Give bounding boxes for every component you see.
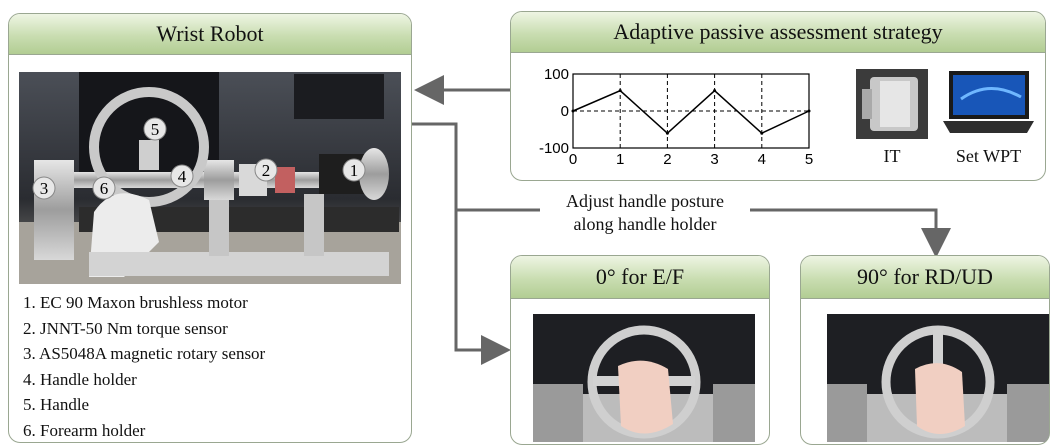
chart-x-tick-label: 3 <box>710 151 718 168</box>
chart-y-tick-label: -100 <box>539 140 569 157</box>
marker-5: 5 <box>151 120 160 139</box>
ef-posture-panel: 0° for E/F <box>510 255 770 445</box>
trajectory-point <box>760 131 764 135</box>
ef-posture-title: 0° for E/F <box>595 264 685 289</box>
wrist-robot-panel: Wrist Robot <box>8 13 412 443</box>
marker-2: 2 <box>262 161 271 180</box>
component-item: 4. Handle holder <box>23 369 137 389</box>
robot-to-posture-connector <box>412 122 511 365</box>
component-item: 5. Handle <box>23 395 90 414</box>
component-item: 6. Forearm holder <box>23 420 146 440</box>
ef-posture-photo <box>533 314 755 442</box>
wrist-robot-header: Wrist Robot <box>9 14 411 55</box>
trajectory-line <box>572 89 810 135</box>
marker-1: 1 <box>350 161 359 180</box>
strategy-header: Adaptive passive assessment strategy <box>511 12 1045 53</box>
chart-y-tick-label: 100 <box>544 66 569 83</box>
chart-x-tick-label: 5 <box>805 151 813 168</box>
rdud-posture-panel: 90° for RD/UD <box>800 255 1050 445</box>
laptop-icon <box>943 71 1034 133</box>
hand-grip-horizontal-illustration <box>533 314 755 442</box>
it-label: IT <box>883 146 901 166</box>
component-item: 1. EC 90 Maxon brushless motor <box>23 293 248 312</box>
strategy-panel: Adaptive passive assessment strategy 0 1 2… <box>510 11 1046 181</box>
chart-x-tick-label: 0 <box>569 151 577 168</box>
wpt-label: Set WPT <box>955 146 1022 166</box>
strategy-title: Adaptive passive assessment strategy <box>613 19 943 44</box>
trajectory-point <box>618 89 622 93</box>
hand-grip-vertical-illustration <box>827 314 1049 442</box>
adjust-note-line2: along handle holder <box>573 214 717 234</box>
trajectory-point <box>571 109 575 113</box>
trajectory-point <box>807 109 811 113</box>
it-photo <box>856 69 928 139</box>
chart-x-tick-label: 4 <box>758 151 766 168</box>
wrist-robot-title: Wrist Robot <box>156 21 264 46</box>
it-device-illustration <box>856 69 928 139</box>
chart-x-tick-label: 1 <box>616 151 624 168</box>
component-list: 1. EC 90 Maxon brushless motor 2. JNNT-5… <box>23 290 266 442</box>
trajectory-point <box>713 89 717 93</box>
laptop-photo <box>941 69 1036 139</box>
robot-apparatus-illustration: 1 2 3 4 5 6 <box>19 72 401 284</box>
chart-y-tick-label: 0 <box>561 103 569 120</box>
ef-posture-header: 0° for E/F <box>511 256 769 299</box>
component-item: 2. JNNT-50 Nm torque sensor <box>23 318 228 338</box>
trajectory-point <box>665 131 669 135</box>
chart-x-tick-label: 2 <box>663 151 671 168</box>
marker-6: 6 <box>100 179 109 198</box>
adjust-note-line1: Adjust handle posture <box>566 191 724 211</box>
rdud-posture-photo <box>827 314 1049 442</box>
rdud-posture-title: 90° for RD/UD <box>857 264 993 289</box>
wrist-robot-photo: 1 2 3 4 5 6 <box>19 72 401 284</box>
component-item: 3. AS5048A magnetic rotary sensor <box>23 344 266 363</box>
adjust-posture-note: Adjust handle posture along handle holde… <box>540 190 750 236</box>
marker-4: 4 <box>178 167 187 186</box>
marker-3: 3 <box>40 179 49 198</box>
rdud-posture-header: 90° for RD/UD <box>801 256 1049 299</box>
